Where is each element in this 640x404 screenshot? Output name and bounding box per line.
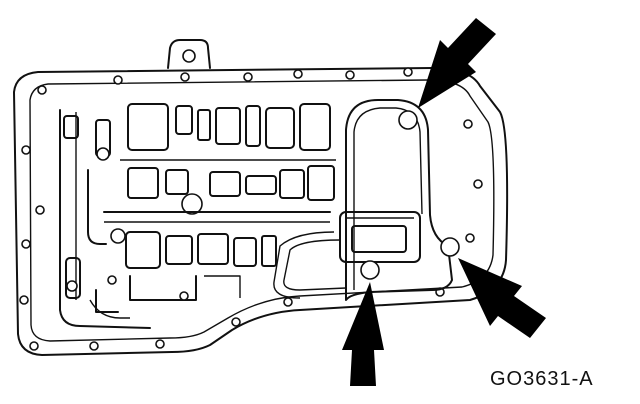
right-bolt bbox=[440, 237, 460, 257]
target-bolts bbox=[360, 110, 460, 280]
arrow-bottom bbox=[342, 282, 384, 386]
filter-tube bbox=[283, 239, 347, 291]
oil-filter bbox=[339, 99, 453, 301]
arrow-right bbox=[458, 258, 546, 338]
callout-arrows bbox=[342, 18, 546, 386]
perimeter-bolt-holes bbox=[19, 67, 483, 351]
upper-right-bolt bbox=[398, 110, 418, 130]
valve-body-passages bbox=[59, 103, 336, 329]
top-tab bbox=[167, 39, 211, 69]
arrow-top-right bbox=[418, 18, 496, 108]
figure-code: GO3631-A bbox=[490, 368, 594, 390]
lower-center-bolt bbox=[360, 260, 380, 280]
